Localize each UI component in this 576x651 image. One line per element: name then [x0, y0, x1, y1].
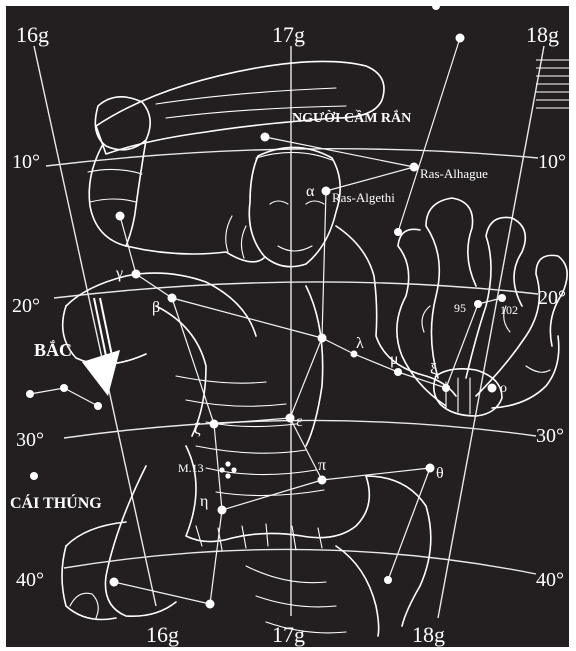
- star-95: [474, 300, 482, 308]
- star-foot-1: [110, 578, 119, 587]
- star-label-theta: θ: [436, 465, 444, 482]
- star-ras-alhague: [410, 163, 419, 172]
- ra-label-top-18: 18g: [526, 22, 559, 47]
- star-tau: [456, 34, 465, 43]
- ra-label-bottom-18: 18g: [412, 622, 445, 647]
- star-label-omicron: o: [500, 381, 507, 396]
- cluster-label-m13: M.13: [178, 461, 204, 475]
- star-label-alpha: α: [306, 183, 315, 200]
- star-zeta: [210, 420, 219, 429]
- dec-label-left-10: 10°: [12, 151, 40, 173]
- raised-arm-art: [95, 97, 150, 150]
- star-gamma: [132, 270, 141, 279]
- ra-label-top-16: 16g: [16, 22, 49, 47]
- torso-art: [126, 246, 264, 262]
- dec-label-right-40: 40°: [536, 569, 564, 591]
- dec-label-left-40: 40°: [16, 569, 44, 591]
- star-lyra-2: [60, 384, 68, 392]
- star-upper-arm: [116, 212, 125, 221]
- club-art: [96, 61, 384, 154]
- edge-hatching: [536, 60, 569, 108]
- star-chart: NGƯỜI CẦM RẮN 16g 17g 18g 16g 17g 18g 10…: [6, 6, 569, 647]
- star-chart-svg: NGƯỜI CẦM RẮN 16g 17g 18g 16g 17g 18g 10…: [6, 6, 569, 647]
- star-foot-2: [206, 600, 215, 609]
- star-label-pi: π: [318, 457, 326, 474]
- star-theta: [426, 464, 435, 473]
- star-102: [498, 294, 506, 302]
- cluster-m13-mark: [219, 461, 236, 478]
- star-label-lambda: λ: [356, 335, 364, 352]
- star-lyra-4: [30, 472, 38, 480]
- star-beta: [168, 294, 177, 303]
- star-label-epsilon: ε: [296, 413, 303, 430]
- star-label-95: 95: [454, 301, 466, 315]
- north-arrow: [82, 298, 120, 396]
- star-pi: [318, 476, 327, 485]
- star-kappa: [261, 133, 270, 142]
- star-lyra-1: [26, 390, 34, 398]
- star-label-beta: β: [152, 299, 160, 316]
- star-label-ras-alhague: Ras-Alhague: [420, 166, 488, 181]
- ra-label-top-17: 17g: [272, 22, 305, 47]
- star-label-xi: ξ: [430, 361, 437, 378]
- star-top-left: [432, 6, 440, 10]
- star-omicron: [488, 384, 497, 393]
- star-knee: [394, 228, 402, 236]
- north-label: BẮC: [34, 339, 72, 360]
- dec-label-right-20: 20°: [538, 287, 566, 309]
- star-iota: [384, 576, 392, 584]
- star-lyra-3: [94, 402, 102, 410]
- ra-label-bottom-16: 16g: [146, 622, 179, 647]
- star-label-eta: η: [200, 493, 208, 510]
- star-label-gamma: γ: [115, 265, 123, 282]
- star-epsilon: [286, 414, 295, 423]
- dec-label-right-30: 30°: [536, 425, 564, 447]
- dec-line-10: [46, 149, 538, 166]
- dec-label-right-10: 10°: [538, 151, 566, 173]
- dec-label-left-30: 30°: [16, 429, 44, 451]
- ra-label-bottom-17: 17g: [272, 622, 305, 647]
- ra-line-16h: [34, 46, 156, 606]
- star-label-zeta: ζ: [194, 421, 201, 438]
- star-delta: [318, 334, 327, 343]
- lyra-label: CÁI THÚNG: [10, 493, 102, 512]
- star-eta: [218, 506, 227, 515]
- star-ras-algethi: [322, 187, 331, 196]
- star-label-ras-algethi: Ras-Algethi: [332, 190, 395, 205]
- dec-line-40: [64, 549, 536, 574]
- head-art: [249, 147, 340, 266]
- dec-label-left-20: 20°: [12, 295, 40, 317]
- star-xi: [442, 384, 450, 392]
- star-label-102: 102: [500, 303, 518, 317]
- constellation-name: NGƯỜI CẦM RẮN: [292, 109, 411, 126]
- star-mu: [394, 368, 402, 376]
- dec-line-20: [54, 282, 538, 298]
- star-label-mu: μ: [390, 351, 399, 368]
